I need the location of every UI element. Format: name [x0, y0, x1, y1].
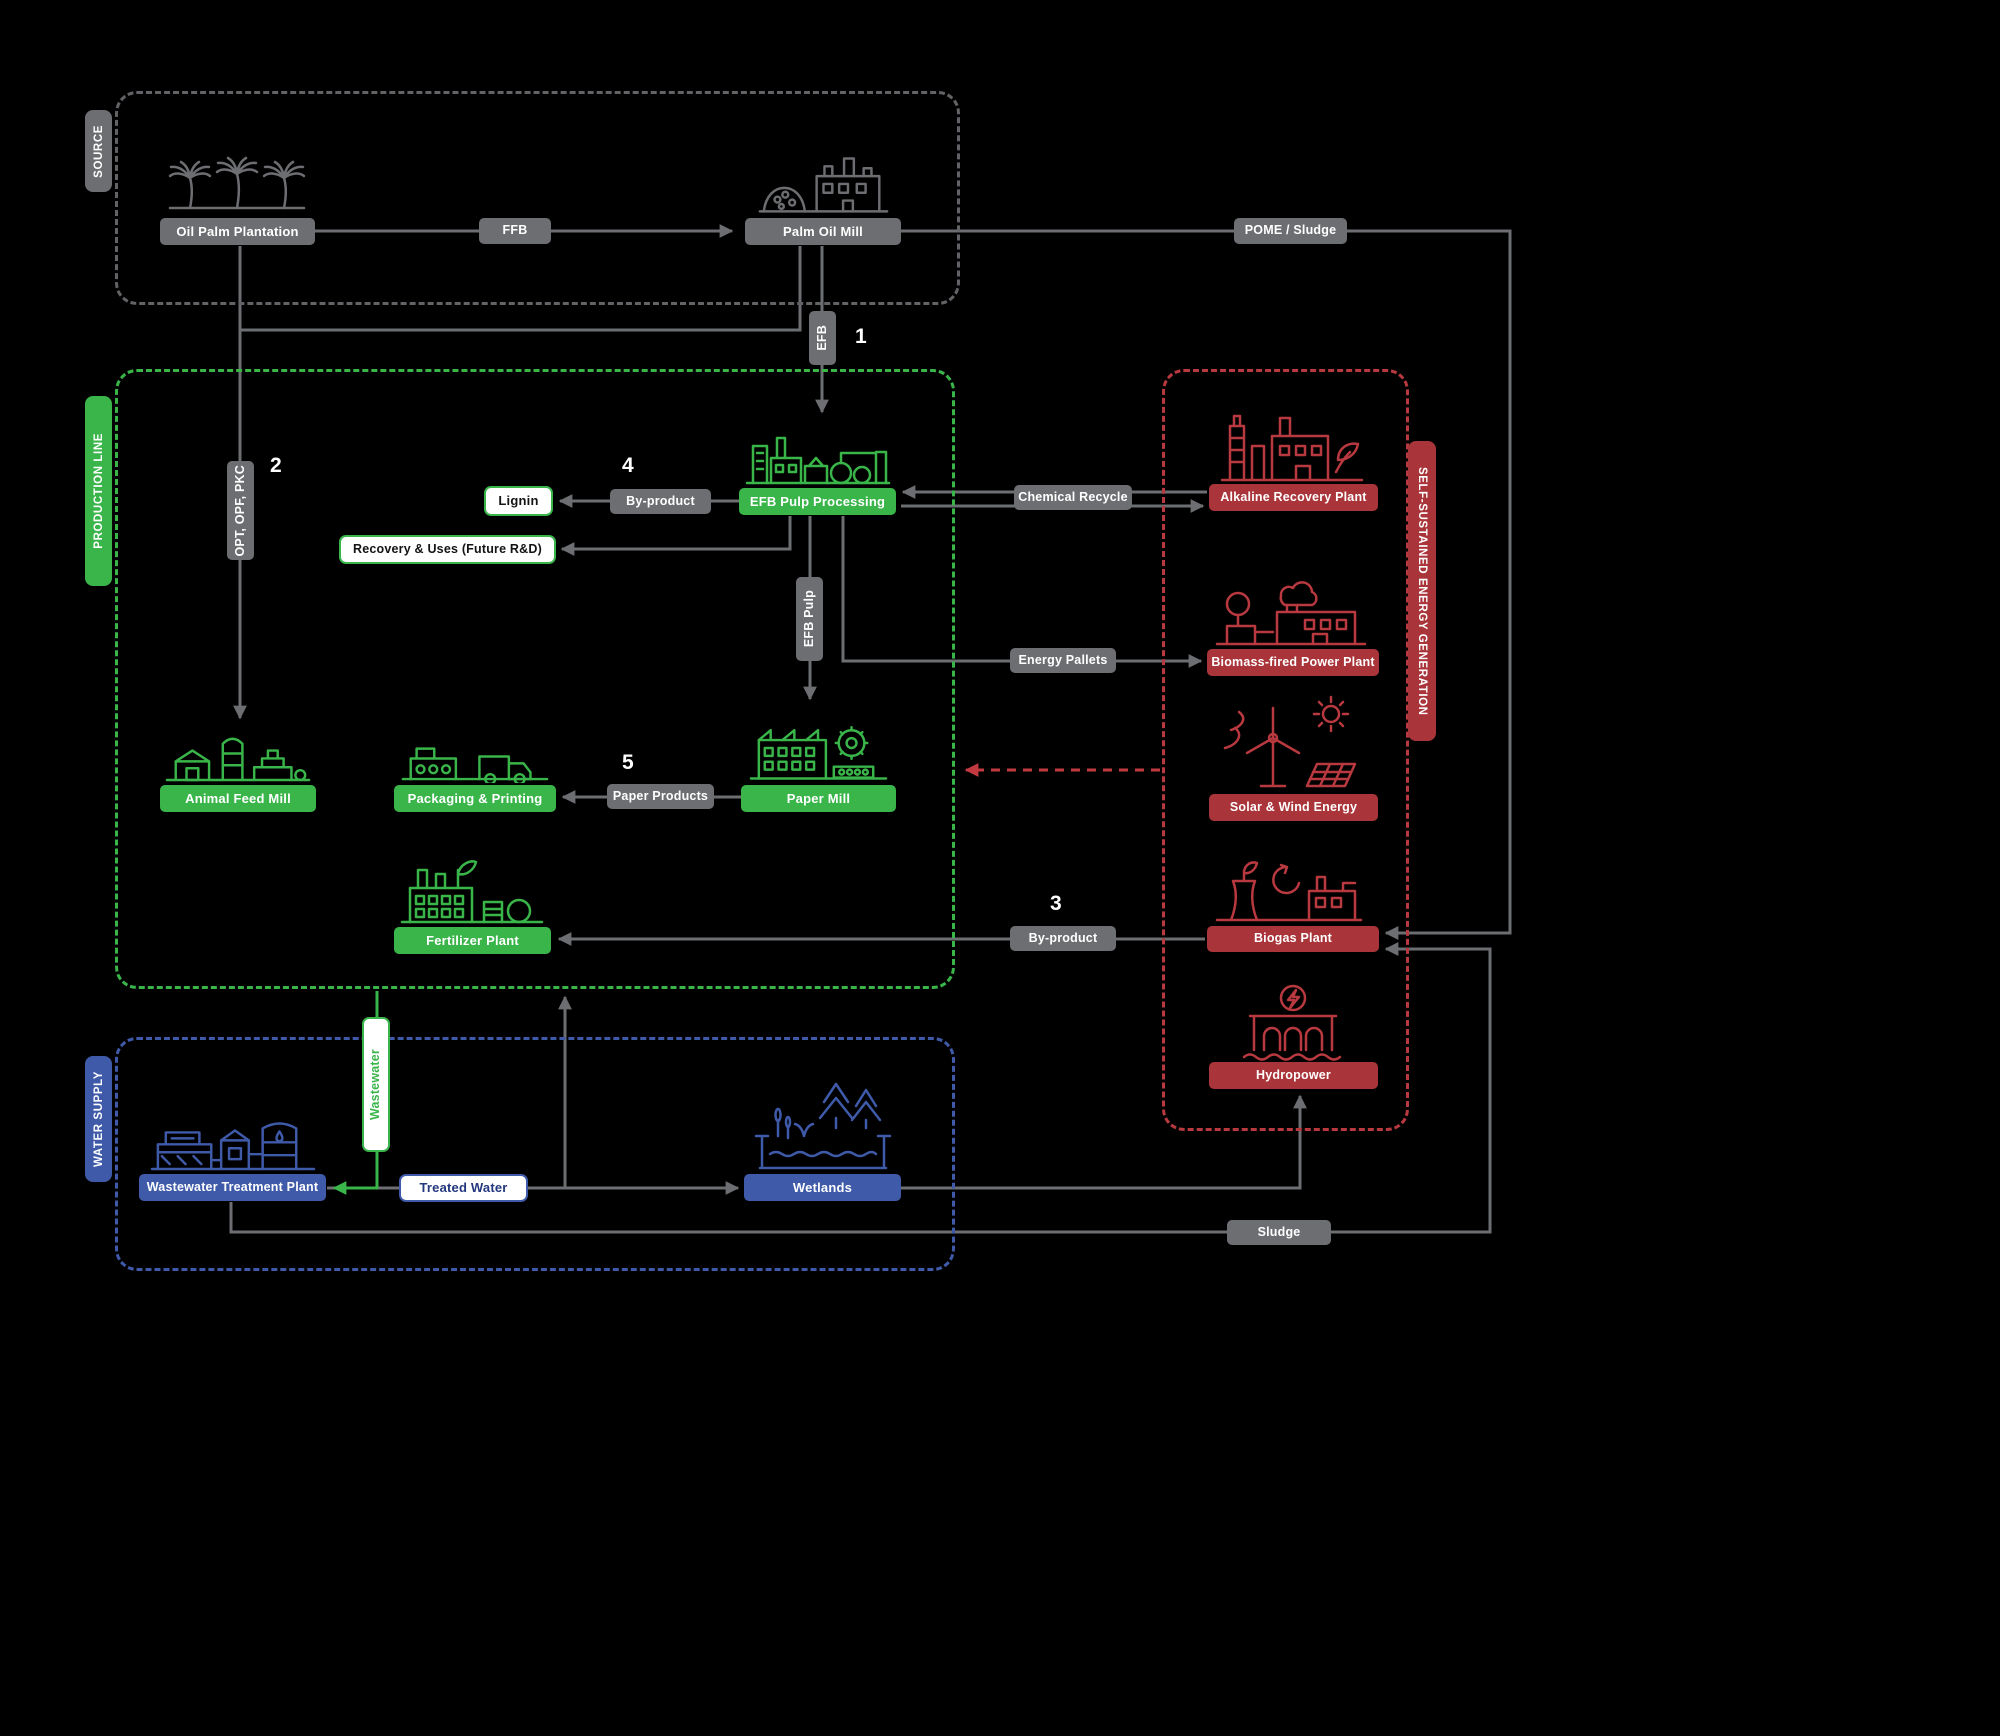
node-paper-mill: Paper Mill: [741, 785, 896, 812]
palm-oil-mill-icon: [752, 146, 894, 216]
node-wastewater-treatment-plant: Wastewater Treatment Plant: [139, 1174, 326, 1201]
node-wetlands: Wetlands: [744, 1174, 901, 1201]
wetlands-icon: [748, 1078, 898, 1172]
node-alkaline-recovery-plant: Alkaline Recovery Plant: [1209, 484, 1378, 511]
step-number-1: 1: [855, 325, 867, 348]
node-oil-palm-plantation: Oil Palm Plantation: [160, 218, 315, 245]
flow-ffb: FFB: [479, 218, 551, 244]
biogas-plant-icon: [1213, 843, 1365, 923]
flow-by-product-right: By-product: [1010, 926, 1116, 951]
node-biogas-plant: Biogas Plant: [1207, 926, 1379, 952]
flow-chemical-recycle: Chemical Recycle: [1014, 485, 1132, 510]
energy-group: [1162, 369, 1409, 1131]
step-number-4: 4: [622, 454, 634, 477]
source-group-tab: SOURCE: [85, 110, 112, 192]
palm-plantation-icon: [162, 150, 312, 214]
alkaline-recovery-plant-icon: [1218, 402, 1366, 484]
flow-wastewater: Wastewater: [362, 1017, 390, 1152]
node-lignin: Lignin: [484, 486, 553, 516]
node-palm-oil-mill: Palm Oil Mill: [745, 218, 901, 245]
wastewater-treatment-plant-icon: [148, 1083, 318, 1172]
packaging-printing-icon: [398, 730, 552, 783]
flow-efb: EFB: [809, 311, 836, 365]
fertilizer-plant-icon: [398, 852, 546, 925]
step-number-3: 3: [1050, 892, 1062, 915]
node-hydropower: Hydropower: [1209, 1062, 1378, 1089]
flow-efb-pulp: EFB Pulp: [796, 577, 823, 661]
paper-mill-icon: [747, 708, 890, 783]
step-number-2: 2: [270, 454, 282, 477]
animal-feed-mill-icon: [162, 726, 314, 783]
source-group: [115, 91, 960, 305]
step-number-5: 5: [622, 751, 634, 774]
energy-group-tab: SELF-SUSTAINED ENERGY GENERATION: [1408, 441, 1436, 741]
biomass-power-plant-icon: [1213, 568, 1369, 648]
production-line-group: [115, 369, 955, 989]
flow-paper-products: Paper Products: [607, 784, 714, 809]
node-animal-feed-mill: Animal Feed Mill: [160, 785, 316, 812]
efb-pulp-processing-icon: [743, 422, 893, 486]
flow-sludge: Sludge: [1227, 1220, 1331, 1245]
flow-by-product-left: By-product: [610, 489, 711, 514]
production-line-group-tab: PRODUCTION LINE: [85, 396, 112, 586]
solar-wind-energy-icon: [1213, 694, 1365, 794]
node-biomass-power-plant: Biomass-fired Power Plant: [1207, 649, 1379, 676]
node-treated-water: Treated Water: [399, 1174, 528, 1202]
node-recovery-uses: Recovery & Uses (Future R&D): [339, 535, 556, 564]
node-solar-wind-energy: Solar & Wind Energy: [1209, 794, 1378, 821]
node-efb-pulp-processing: EFB Pulp Processing: [739, 488, 896, 515]
flow-pome-sludge: POME / Sludge: [1234, 218, 1347, 244]
water-supply-group-tab: WATER SUPPLY: [85, 1056, 112, 1182]
hydropower-icon: [1238, 982, 1348, 1062]
node-fertilizer-plant: Fertilizer Plant: [394, 927, 551, 954]
water-supply-group: [115, 1037, 955, 1271]
node-packaging-printing: Packaging & Printing: [394, 785, 556, 812]
flow-opt-opf-pkc: OPT, OPF, PKC: [227, 461, 254, 560]
flow-energy-pallets: Energy Pallets: [1010, 648, 1116, 673]
